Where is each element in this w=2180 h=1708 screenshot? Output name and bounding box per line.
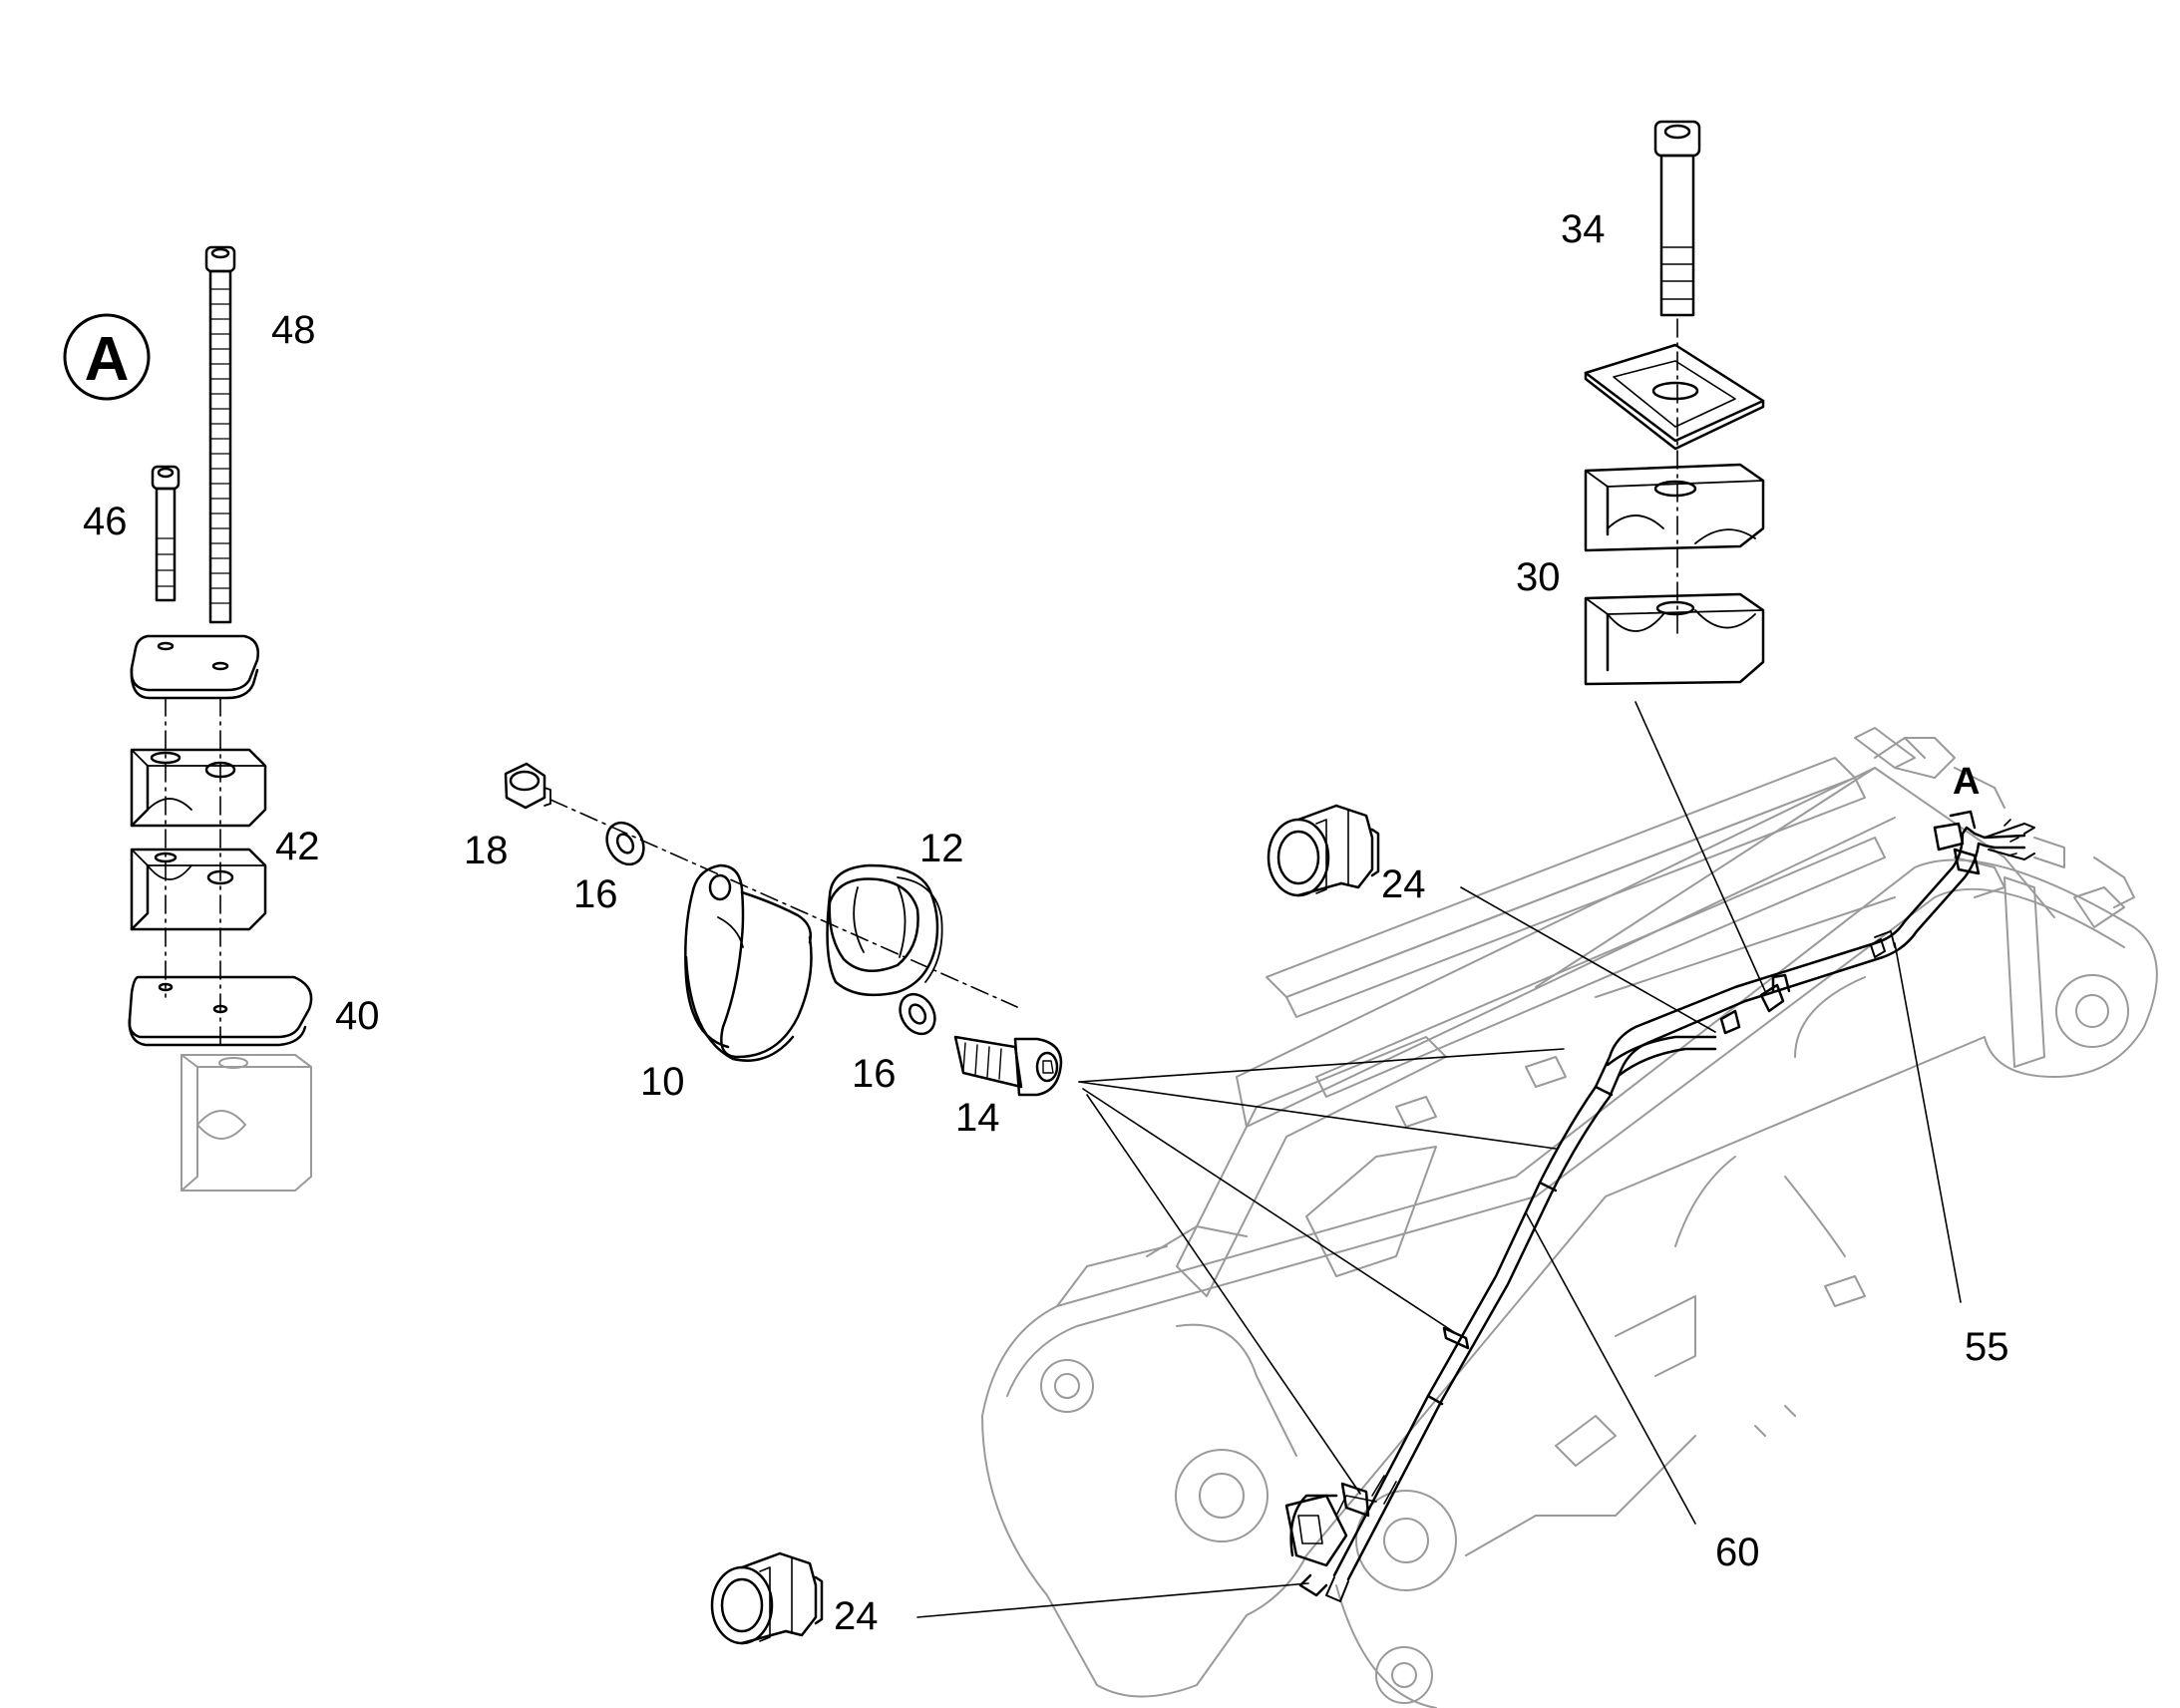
weld-plate-40 — [128, 975, 313, 1047]
short-bolt-46 — [151, 465, 181, 602]
label-18: 18 — [464, 829, 509, 872]
clamp-lower-half — [130, 848, 267, 931]
clamp-30-upper — [1584, 463, 1765, 552]
washer-16-upper — [605, 821, 645, 866]
middle-centerline — [549, 799, 1018, 1008]
label-46: 46 — [83, 500, 128, 543]
label-12: 12 — [919, 827, 964, 870]
hydraulic-pipe-60 — [1284, 810, 2035, 1602]
clamp-30-lower — [1584, 592, 1765, 686]
label-40: 40 — [335, 994, 380, 1038]
detail-a-callout — [63, 313, 151, 401]
lock-nut-18 — [504, 762, 551, 810]
ghost-clamp-block — [181, 1054, 312, 1192]
detail-a-letter: A — [85, 325, 130, 394]
label-16-upper: 16 — [573, 872, 618, 916]
arm-ghost-outline — [981, 727, 2158, 1708]
washer-16-lower — [899, 992, 936, 1036]
bolt-14 — [953, 1035, 1063, 1097]
part-labels: 48 46 42 40 18 16 12 10 16 14 34 30 24 2… — [83, 207, 2009, 1638]
long-bolt-48 — [204, 245, 236, 624]
cover-plate-top — [1584, 343, 1765, 451]
label-10: 10 — [640, 1060, 685, 1104]
label-34: 34 — [1561, 207, 1606, 251]
label-16-lower: 16 — [852, 1052, 897, 1096]
p-clip-10 — [684, 863, 813, 1062]
label-42: 42 — [275, 825, 320, 868]
adapter-24-upper — [1267, 804, 1380, 897]
label-55: 55 — [1965, 1325, 2009, 1369]
leader-lines — [916, 701, 1962, 1618]
view-marker-a: A — [1953, 761, 1980, 803]
label-60: 60 — [1715, 1531, 1760, 1574]
label-30: 30 — [1516, 555, 1561, 599]
grommet-12 — [826, 863, 943, 997]
adapter-24-lower — [710, 1551, 824, 1645]
label-48: 48 — [271, 308, 316, 352]
bolt-34 — [1653, 120, 1701, 317]
clamp-upper-half — [130, 748, 267, 828]
label-14: 14 — [955, 1096, 1000, 1140]
cover-plate — [130, 634, 259, 700]
label-24-lower: 24 — [834, 1594, 879, 1638]
label-24-upper: 24 — [1381, 862, 1426, 906]
